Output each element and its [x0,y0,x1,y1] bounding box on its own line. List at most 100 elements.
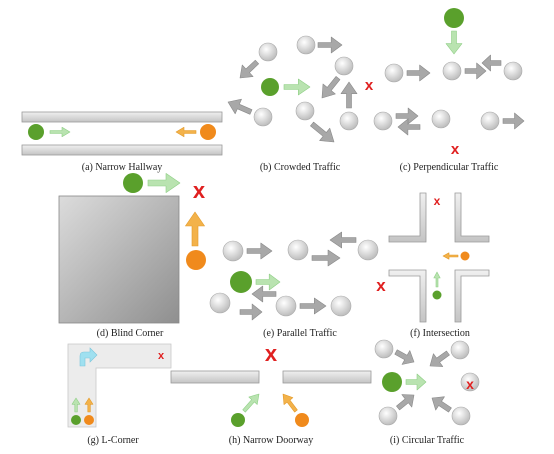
pedestrian-arrow [299,297,327,315]
pedestrian [253,107,273,127]
pedestrian-arrow [431,396,452,413]
arrow-shape [445,30,463,55]
arrow-shape [251,285,277,303]
pedestrian-arrow [239,59,260,79]
collision-mark: x [434,194,441,208]
robot-agent [382,372,402,392]
collision-mark: x [193,178,206,203]
human-agent [295,413,309,427]
l-corridor [67,343,172,428]
robot-agent [261,78,279,96]
pedestrian [296,35,316,55]
arrow-shape [431,396,452,413]
arrow-shape [340,81,358,109]
caption-b: (b) Crowded Traffic [260,162,341,173]
intersection-wall-top-right [454,192,490,243]
pedestrian [222,240,244,262]
pedestrian [503,61,523,81]
pedestrian [258,42,278,62]
human-agent [460,251,470,261]
panel-intersection: x (f) Intersection [388,192,490,339]
human-direction-arrow [282,393,298,413]
robot-direction-arrow [433,271,441,288]
pedestrian-arrow [246,242,273,260]
human-direction-arrow [84,397,94,413]
arrow-shape [255,273,281,291]
arrow-shape [246,242,273,260]
arrow-shape [442,252,459,260]
pedestrian [374,339,394,359]
arrow-shape [84,397,94,413]
intersection-wall-bottom-right [454,269,490,323]
collision-mark: x [466,376,474,392]
arrow-shape [406,64,431,82]
pedestrian [275,295,297,317]
pedestrian-arrow [251,285,277,303]
pedestrian-arrow [397,118,421,136]
robot-direction-arrow [147,173,181,193]
pedestrian [460,372,480,392]
arrow-shape [405,373,427,391]
robot-agent [230,271,252,293]
robot-direction-arrow [255,273,281,291]
robot-agent [444,8,464,28]
pedestrian-arrow [317,36,343,54]
panel-perpendicular-traffic: x (c) Perpendicular Traffic [373,8,525,173]
panel-l-corner: x (g) L-Corner [67,343,172,446]
arrow-shape [502,112,525,130]
pedestrian-arrow [321,76,341,99]
doorway-wall-right [282,370,372,384]
pedestrian [287,239,309,261]
hallway-top-wall [21,111,223,123]
collision-mark: x [365,77,374,94]
caption-f: (f) Intersection [410,328,470,339]
collision-mark: x [451,141,460,158]
collision-mark: x [376,276,386,295]
arrow-shape [282,393,298,413]
arrow-shape [227,98,253,115]
arrow-shape [239,303,263,321]
caption-e: (e) Parallel Traffic [263,328,337,339]
turn-arrow-icon [79,347,98,367]
pedestrian [295,101,315,121]
human-agent [186,250,206,270]
caption-i: (i) Circular Traffic [390,435,465,446]
panel-circular-traffic: x x (i) Circular Traffic [374,339,480,446]
hallway-bottom-wall [21,144,223,156]
robot-direction-arrow [445,30,463,55]
caption-d: (d) Blind Corner [97,328,164,339]
arrow-shape [464,62,487,80]
panel-parallel-traffic: x (e) Parallel Traffic [209,231,386,339]
pedestrian [209,292,231,314]
panel-narrow-doorway: x (h) Narrow Doorway [170,341,372,446]
human-agent [84,415,94,425]
robot-direction-arrow [405,373,427,391]
pedestrian-arrow [394,349,415,365]
pedestrian-arrow [310,121,335,143]
pedestrian [451,406,471,426]
robot-agent [231,413,245,427]
panel-blind-corner: x (d) Blind Corner [58,173,206,339]
arrow-shape [242,393,260,413]
arrow-shape [329,231,357,249]
pedestrian [330,295,352,317]
arrow-shape [71,397,81,413]
pedestrian [431,109,451,129]
caption-h: (h) Narrow Doorway [229,435,313,446]
panel-narrow-hallway: (a) Narrow Hallway [21,111,223,173]
arrow-shape [283,78,311,96]
pedestrian-arrow [464,62,487,80]
pedestrian-arrow [429,350,450,367]
arrow-shape [394,349,415,365]
robot-direction-arrow [71,397,81,413]
collision-mark: x [158,350,165,362]
pedestrian [450,340,470,360]
robot-agent [28,124,44,140]
arrow-shape [239,59,260,79]
pedestrian [339,111,359,131]
robot-direction-arrow [283,78,311,96]
arrow-shape [429,350,450,367]
collision-mark: x [265,341,278,366]
pedestrian [384,63,404,83]
